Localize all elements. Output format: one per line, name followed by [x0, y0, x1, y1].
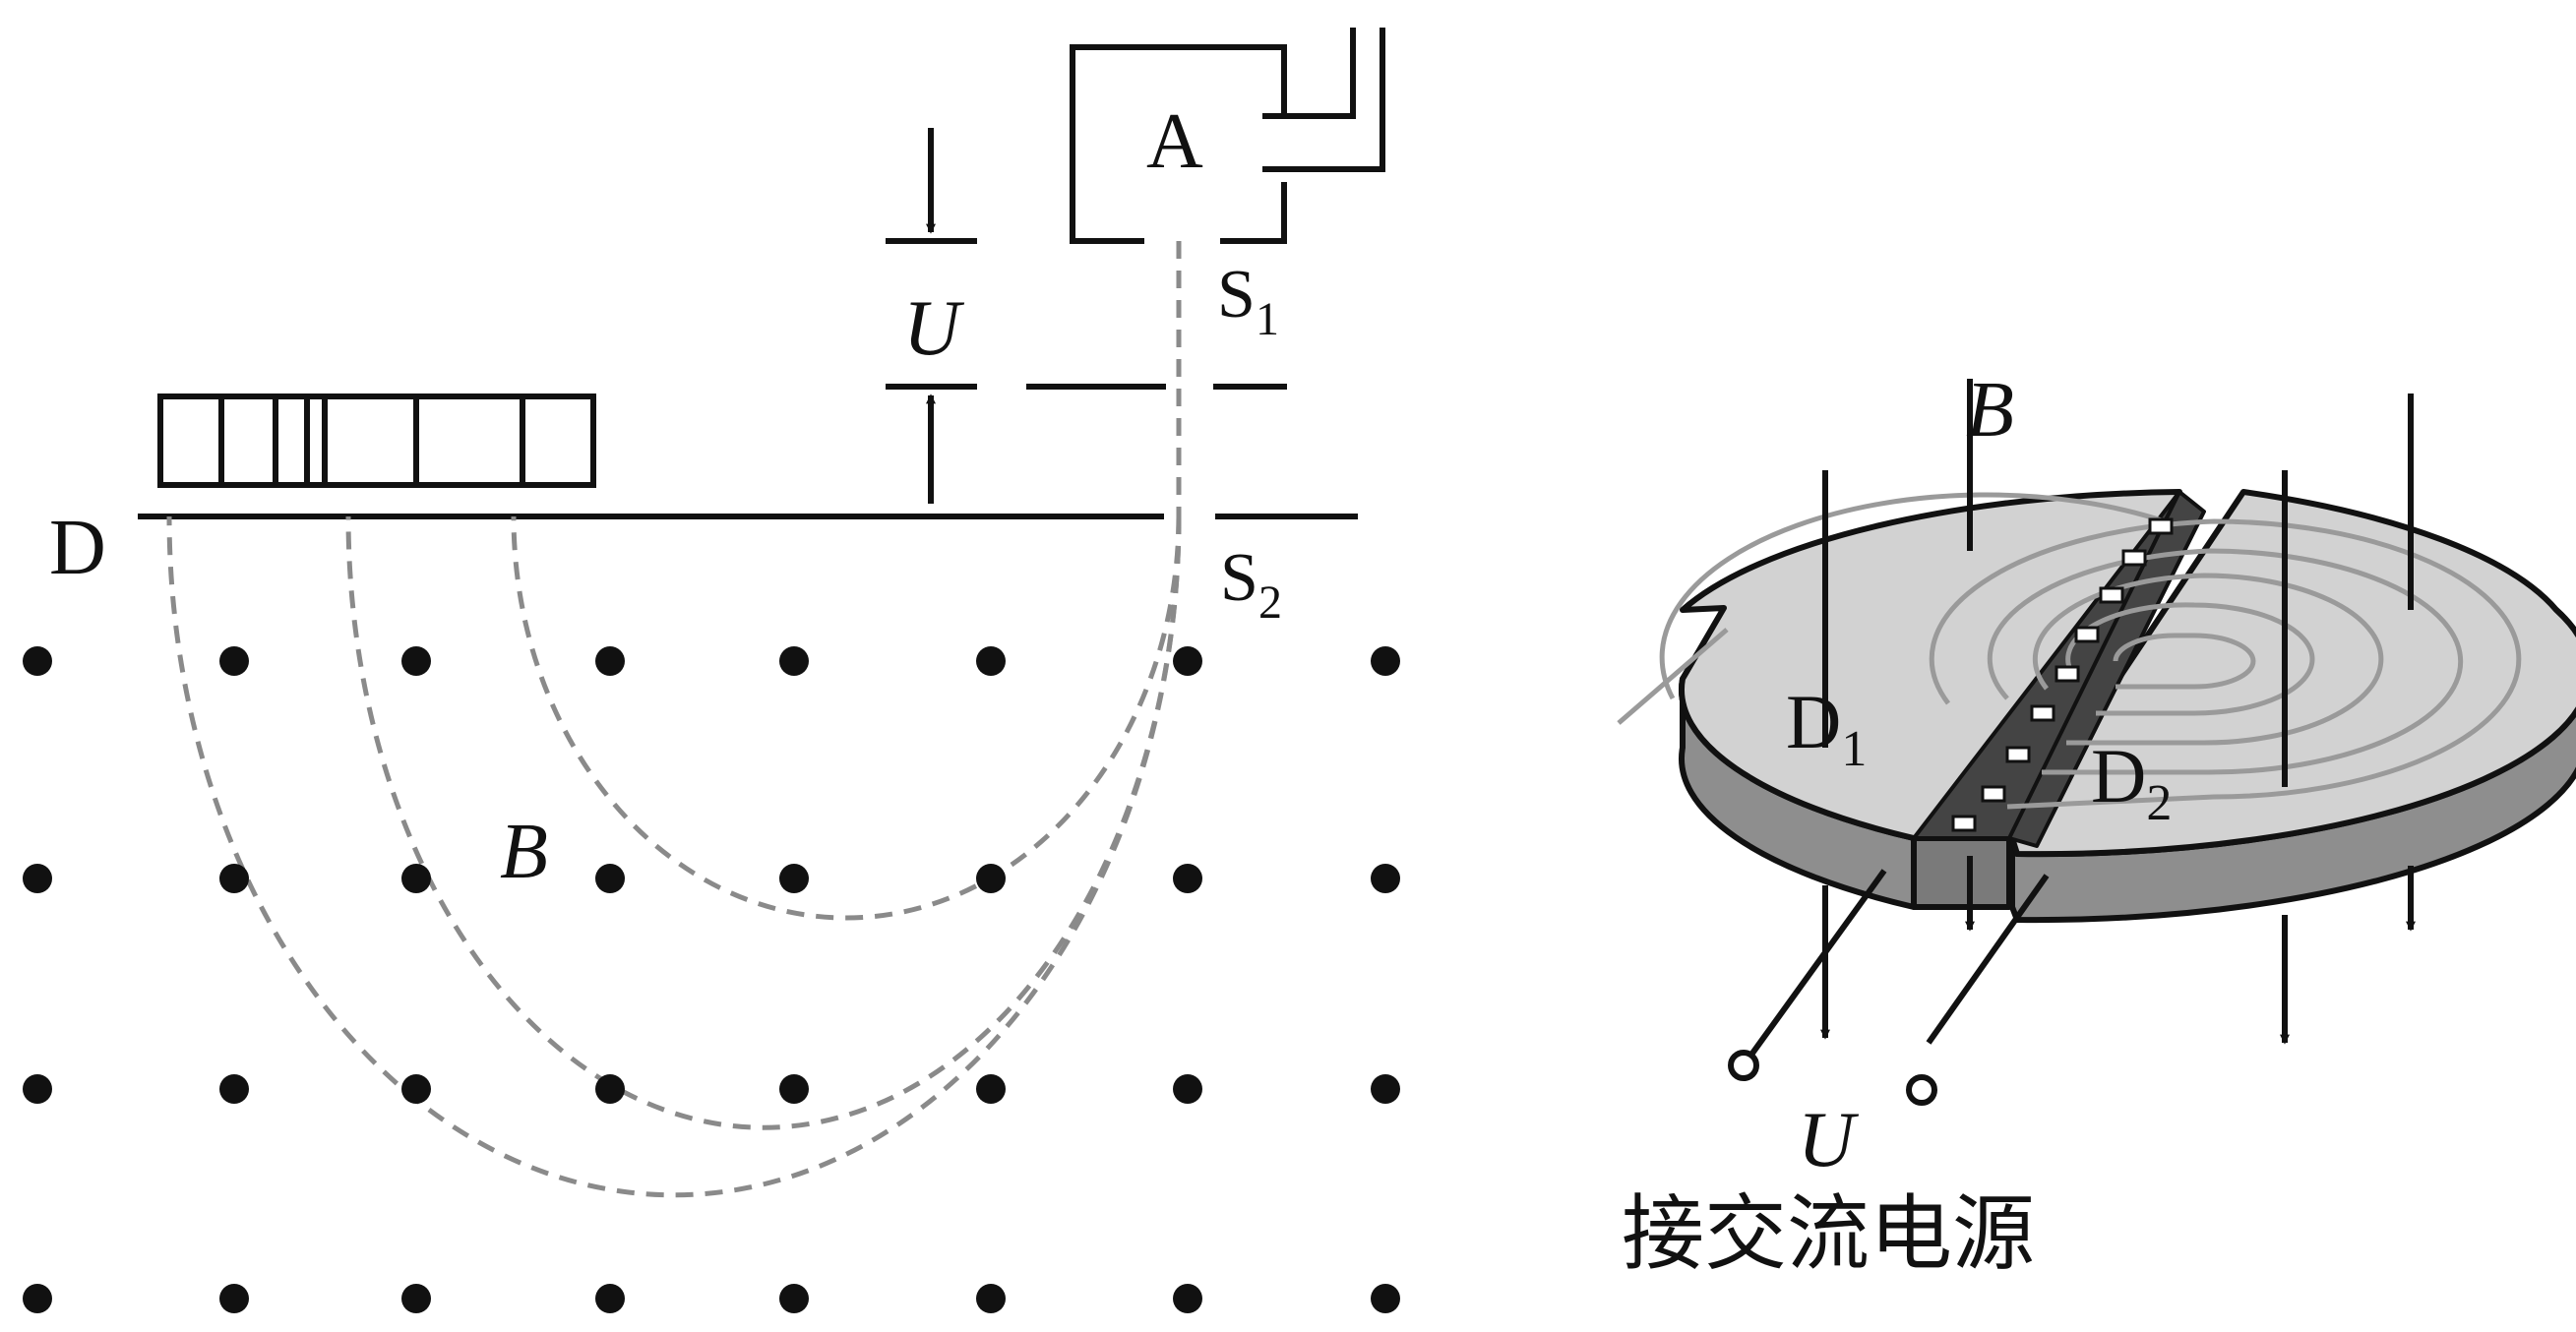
label-B-left: B [500, 809, 548, 895]
ion-path-small [511, 515, 1182, 921]
voltage-indicator [886, 128, 977, 504]
label-S1: S1 [1217, 257, 1279, 345]
ion-trajectories [166, 241, 1182, 1198]
label-D2: D2 [2091, 733, 2172, 831]
label-A: A [1146, 98, 1203, 185]
cyclotron-figure: B D1 D2 U 接交流电源 [1617, 367, 2576, 1282]
label-D1: D1 [1786, 679, 1867, 777]
magnetic-field-dots [23, 646, 1400, 1313]
dee-D1-cut-face [1911, 835, 2012, 910]
spiral-trajectory [1617, 492, 2522, 810]
mass-spectrometer-figure: A S1 U D S2 [23, 28, 1400, 1313]
label-U-left: U [903, 285, 965, 372]
ion-path-large [166, 515, 1182, 1198]
label-S2: S2 [1220, 540, 1282, 629]
terminal-left [1728, 1050, 1759, 1081]
label-U-right: U [1798, 1097, 1860, 1183]
dee-D2-top [2009, 489, 2576, 858]
label-B-right: B [1966, 367, 2014, 454]
ion-source-A [1070, 28, 1385, 244]
photographic-film [157, 394, 596, 488]
label-D-left: D [49, 505, 106, 591]
magnetic-field-lines [1820, 379, 2416, 1045]
terminal-right [1906, 1074, 1937, 1106]
gap-markers [1951, 517, 2174, 832]
power-leads [1728, 869, 2050, 1106]
caption-ac-source: 接交流电源 [1622, 1185, 2035, 1282]
ion-path-medium [345, 515, 1182, 1130]
